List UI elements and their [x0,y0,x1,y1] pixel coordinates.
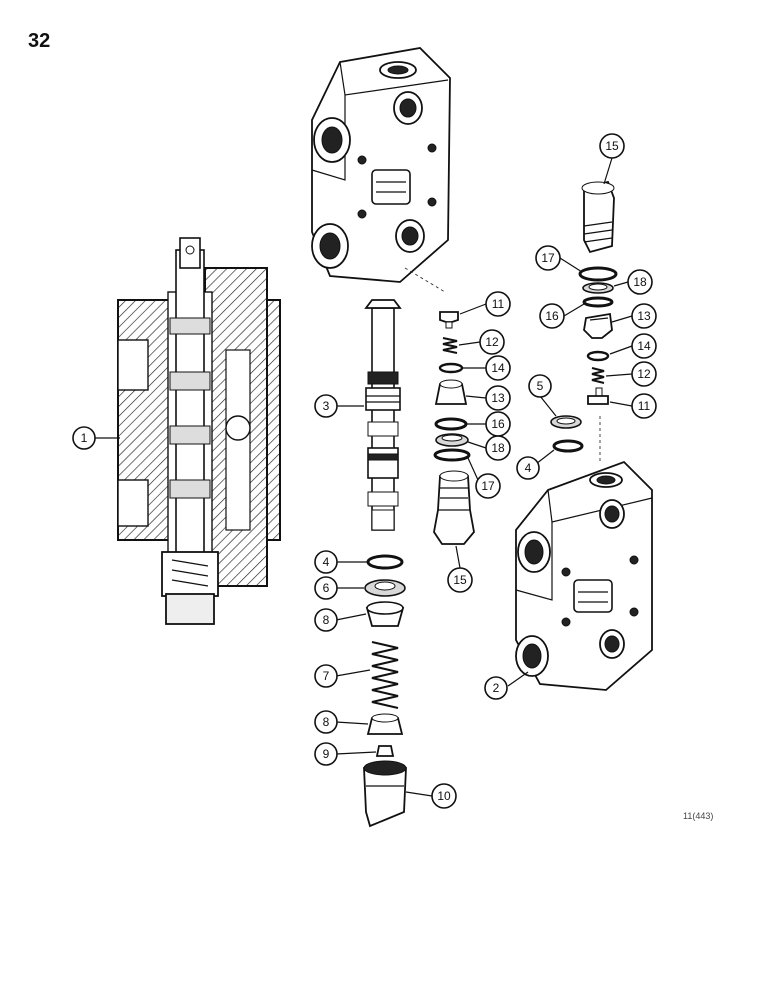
svg-text:14: 14 [491,361,505,375]
svg-text:8: 8 [323,715,330,729]
snap-ring-4-right [552,439,584,453]
spring-seat-8-lower [366,713,404,735]
page-number: 32 [28,30,51,52]
callout-15-right: 15 [599,133,625,159]
spool-assembly [364,299,402,531]
o-ring-14-right [586,350,610,362]
svg-text:7: 7 [323,669,330,683]
plug-15-left [433,470,475,545]
retainer-9 [375,745,395,757]
callout-6: 6 [314,576,338,600]
svg-text:17: 17 [541,251,555,265]
o-ring-17-right [578,266,618,282]
callout-4-left: 4 [314,550,338,574]
svg-text:16: 16 [491,417,505,431]
plug-15-right [581,180,615,254]
svg-text:8: 8 [323,613,330,627]
svg-text:18: 18 [491,441,505,455]
svg-text:17: 17 [481,479,495,493]
svg-text:2: 2 [493,681,500,695]
svg-text:9: 9 [323,747,330,761]
spring-12-left [442,337,458,354]
snap-ring-4-left [366,554,404,570]
callout-8-lower: 8 [314,710,338,734]
svg-text:15: 15 [453,573,467,587]
callout-13-right: 13 [631,303,657,329]
callout-14-left: 14 [485,355,511,381]
svg-text:6: 6 [323,581,330,595]
callout-1: 1 [72,426,96,450]
callout-18-right: 18 [627,269,653,295]
callout-10: 10 [431,783,457,809]
callout-18-left: 18 [485,435,511,461]
ring-5 [550,415,582,429]
callout-4-right: 4 [516,456,540,480]
svg-text:16: 16 [545,309,559,323]
poppet-11-right [587,387,609,405]
svg-text:12: 12 [637,367,651,381]
seat-13-right [583,312,613,339]
washer-6 [364,579,406,597]
callout-17-right: 17 [535,245,561,271]
ring-16-right [582,296,614,308]
callout-12-right: 12 [631,361,657,387]
svg-text:11: 11 [638,399,651,413]
callout-16-left: 16 [485,411,511,437]
svg-text:4: 4 [525,461,532,475]
svg-text:15: 15 [605,139,619,153]
callout-9: 9 [314,742,338,766]
callout-17-left: 17 [475,473,501,499]
seat-13-left [434,379,468,405]
spring-seat-8-upper [365,601,405,627]
callout-11-right: 11 [631,393,657,419]
svg-text:3: 3 [323,399,330,413]
cap-10 [363,760,407,828]
svg-text:11: 11 [492,297,505,311]
o-ring-17-left [433,448,471,462]
svg-text:12: 12 [485,335,499,349]
callout-12-left: 12 [479,329,505,355]
valve-body-lower [515,460,653,691]
backup-ring-18-left [435,433,469,447]
svg-text:14: 14 [637,339,651,353]
svg-text:18: 18 [633,275,647,289]
ring-16-left [434,417,468,431]
callout-5: 5 [528,374,552,398]
svg-text:4: 4 [323,555,330,569]
callout-14-right: 14 [631,333,657,359]
callout-3: 3 [314,394,338,418]
poppet-11-left [439,311,459,329]
figure-code: 11(443) [683,811,714,821]
svg-text:10: 10 [437,789,451,803]
spring-12-right [591,367,605,384]
callout-15-left: 15 [447,567,473,593]
svg-text:1: 1 [81,431,88,445]
valve-cross-section [117,237,281,625]
leader-lines [94,157,633,797]
spring-7 [371,641,399,709]
svg-text:5: 5 [537,379,544,393]
callout-2: 2 [484,676,508,700]
svg-text:13: 13 [637,309,651,323]
svg-text:13: 13 [491,391,505,405]
callout-13-left: 13 [485,385,511,411]
callout-16-right: 16 [539,303,565,329]
callout-7: 7 [314,664,338,688]
valve-body-upper [311,47,451,283]
o-ring-14-left [438,362,464,374]
callout-8-upper: 8 [314,608,338,632]
backup-ring-18-right [582,282,614,294]
callout-11-left: 11 [485,291,511,317]
